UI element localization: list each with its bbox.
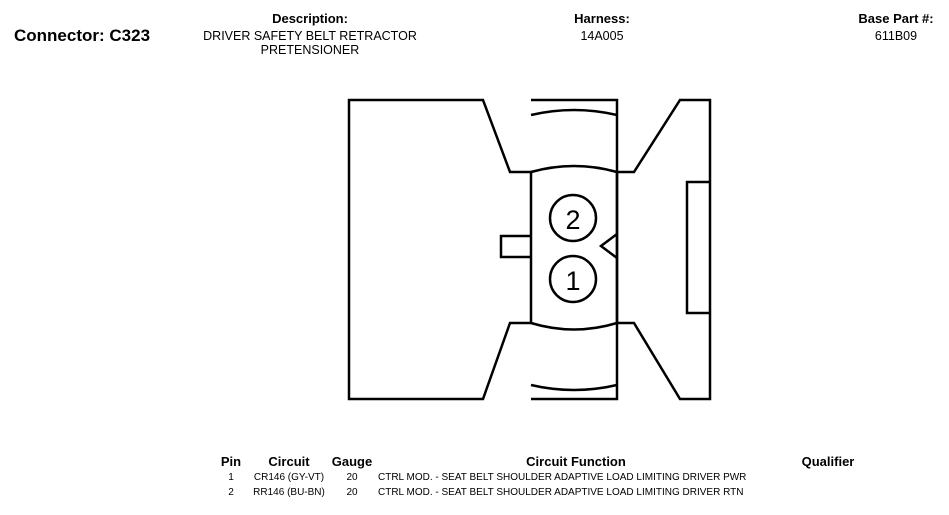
header-circuit: Circuit	[268, 453, 310, 469]
row-pin: 2	[228, 487, 234, 498]
row-function: CTRL MOD. - SEAT BELT SHOULDER ADAPTIVE …	[378, 472, 747, 483]
pin-2-label: 2	[565, 205, 580, 235]
pin-2-circle	[548, 193, 598, 243]
pin-table: Pin Circuit Gauge Circuit Function Quali…	[214, 452, 878, 500]
pin-table-header: Pin Circuit Gauge Circuit Function Quali…	[214, 452, 878, 470]
connector-housing-right	[617, 98, 712, 401]
connector-right-notch	[598, 233, 618, 259]
row-gauge: 20	[346, 487, 358, 498]
header-circuit-function: Circuit Function	[526, 453, 626, 469]
table-row: 2 RR146 (BU-BN) 20 CTRL MOD. - SEAT BELT…	[214, 485, 878, 500]
base-part-block: Base Part #: 611B09	[846, 11, 946, 44]
header-pin: Pin	[220, 453, 242, 469]
pin-1-circle	[548, 254, 598, 304]
row-pin: 1	[228, 472, 234, 483]
header-qualifier: Qualifier	[801, 453, 855, 469]
table-row: 1 CR146 (GY-VT) 20 CTRL MOD. - SEAT BELT…	[214, 470, 878, 485]
connector-column-bottom-cap	[530, 383, 618, 392]
base-part-value: 611B09	[874, 29, 918, 43]
row-qualifier	[778, 485, 878, 500]
row-circuit: CR146 (GY-VT)	[253, 472, 325, 483]
base-part-label: Base Part #:	[858, 11, 934, 26]
harness-value: 14A005	[580, 29, 624, 43]
connector-inner-cavity	[530, 164, 619, 331]
row-qualifier	[778, 470, 878, 485]
connector-key-tab	[499, 234, 531, 259]
connector-right-latch	[685, 180, 710, 315]
description-line-1: DRIVER SAFETY BELT RETRACTOR	[203, 29, 417, 43]
connector-column-top-cap	[530, 108, 618, 117]
harness-block: Harness: 14A005	[552, 11, 652, 44]
connector-housing-left	[347, 98, 533, 401]
description-label: Description:	[272, 11, 348, 26]
row-circuit: RR146 (BU-BN)	[253, 487, 325, 498]
header-gauge: Gauge	[331, 453, 373, 469]
description-block: Description: DRIVER SAFETY BELT RETRACTO…	[190, 11, 430, 58]
row-gauge: 20	[346, 472, 358, 483]
connector-title: Connector: C323	[14, 26, 151, 45]
pin-1-label: 1	[565, 266, 580, 296]
row-function: CTRL MOD. - SEAT BELT SHOULDER ADAPTIVE …	[378, 487, 744, 498]
harness-label: Harness:	[574, 11, 630, 26]
description-line-2: PRETENSIONER	[260, 43, 360, 57]
